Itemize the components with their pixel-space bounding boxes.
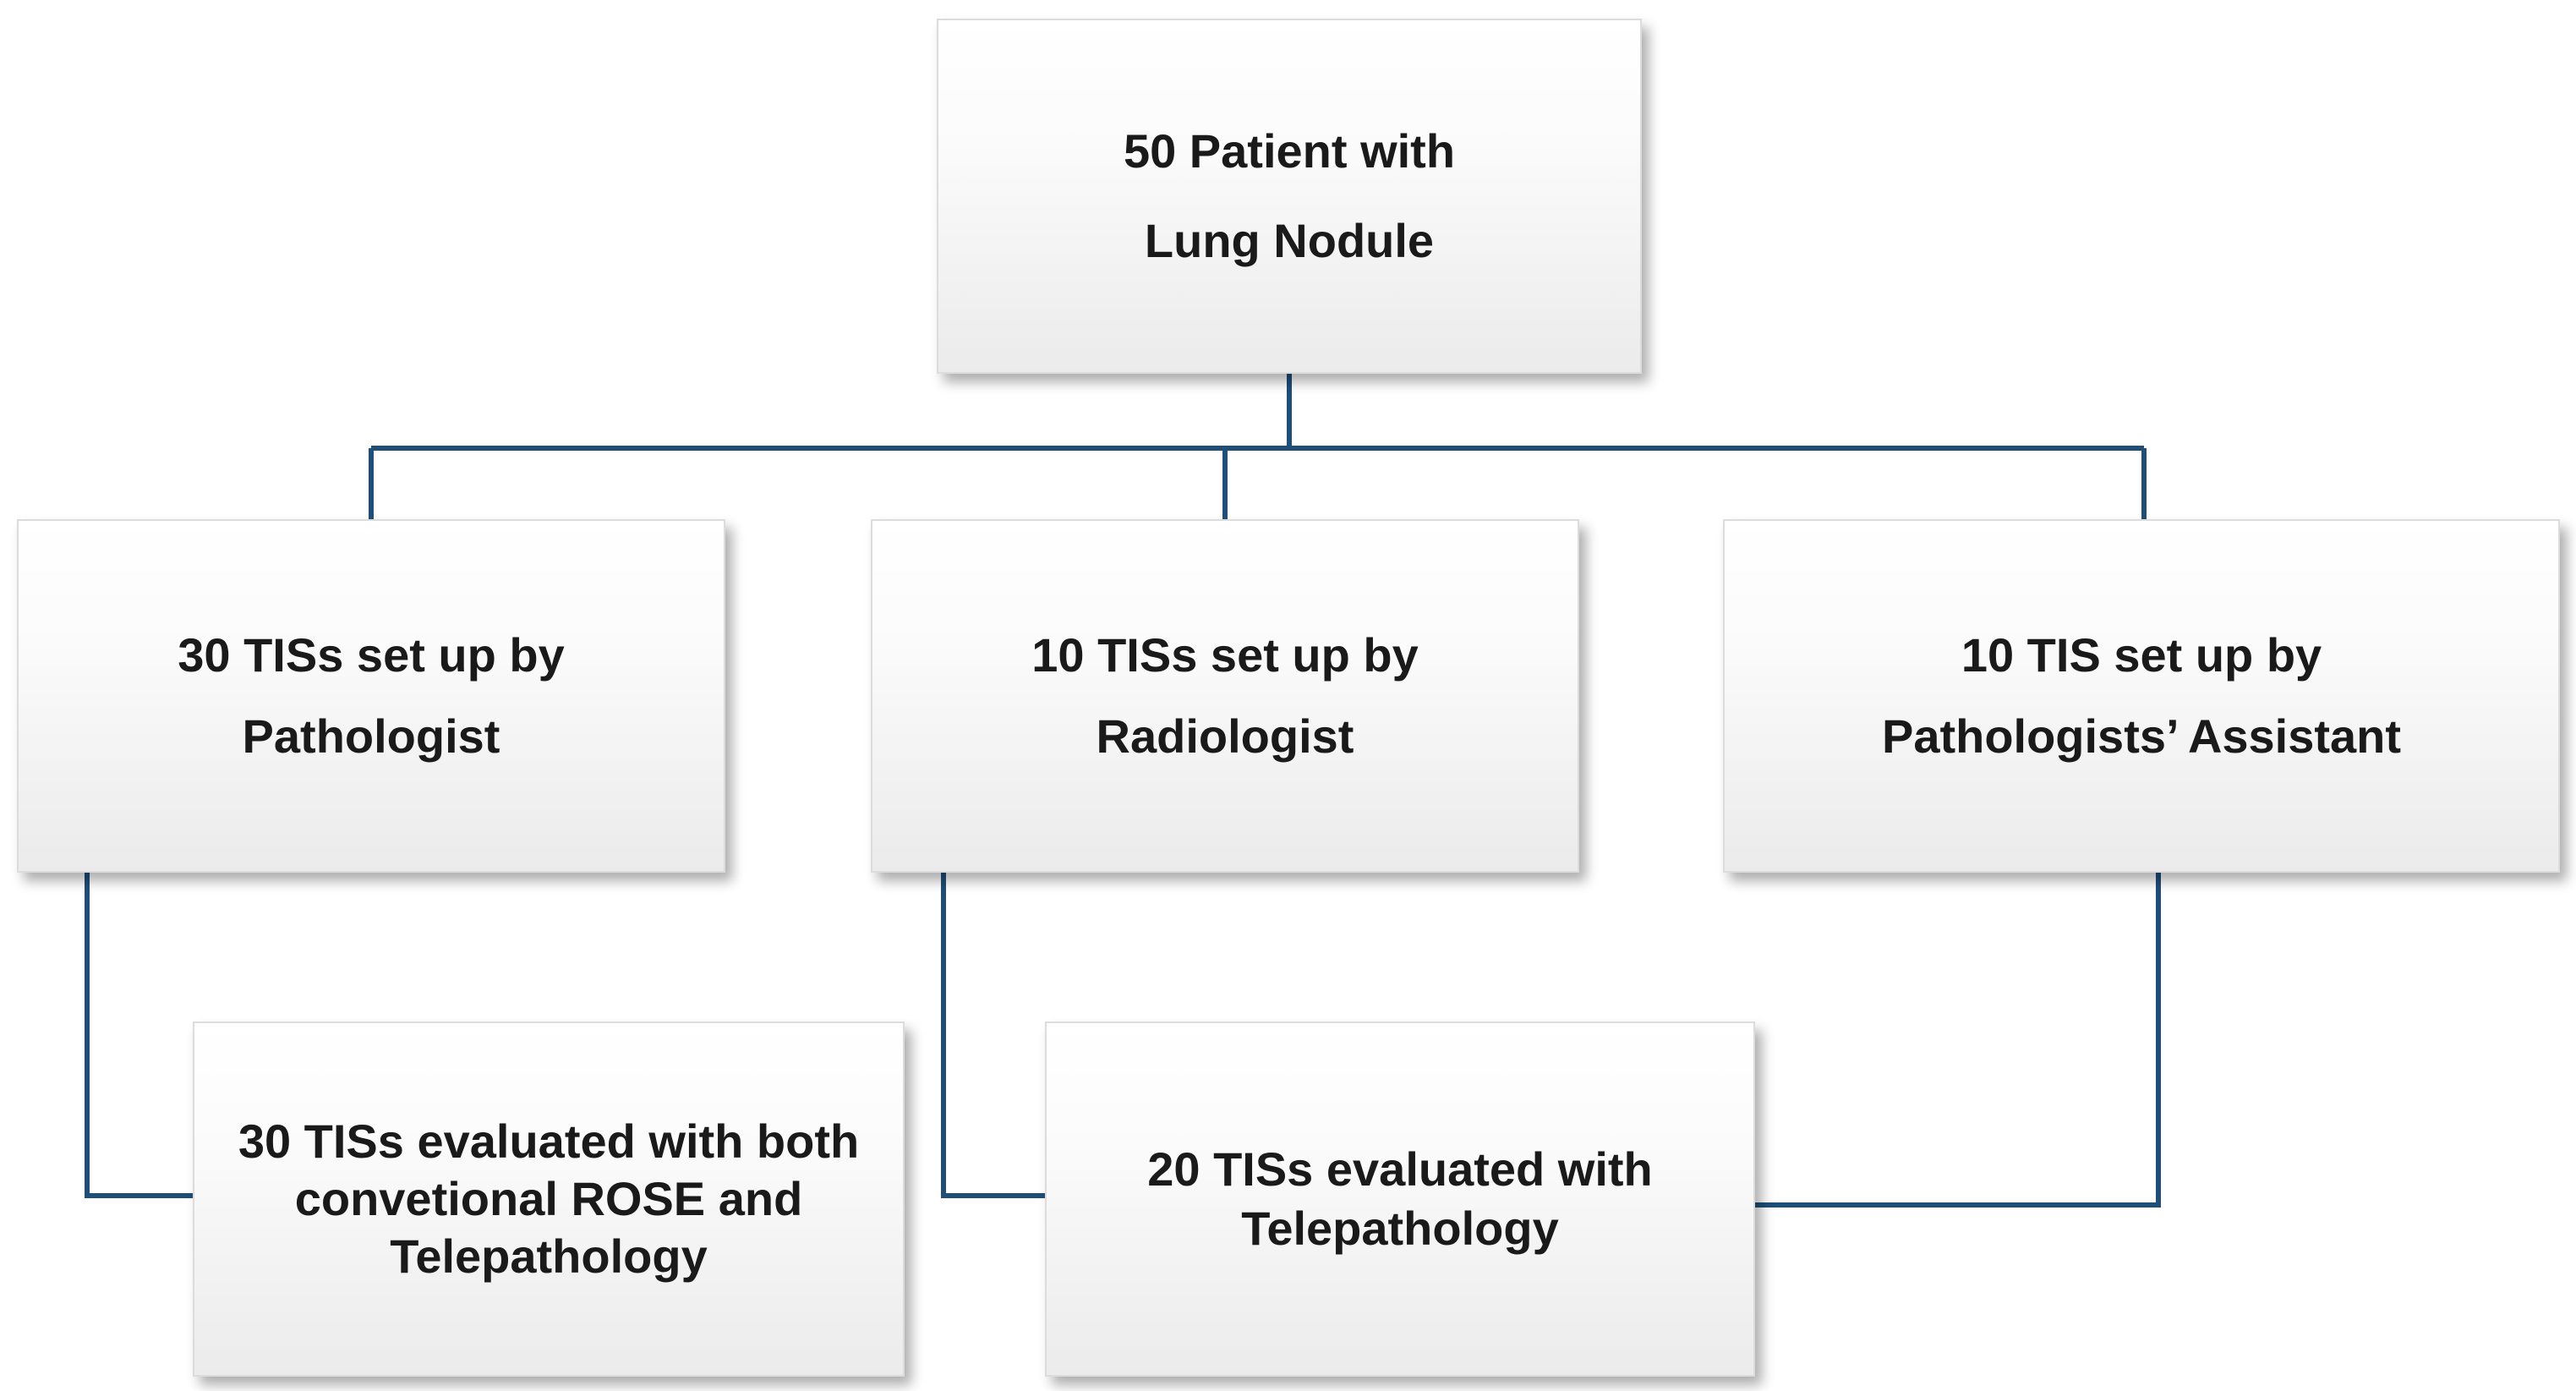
node-radiologist-line-2: Radiologist — [1096, 709, 1354, 763]
node-pathologists-assistant: 10 TIS set up by Pathologists’ Assistant — [1723, 519, 2560, 873]
node-pathologist: 30 TISs set up by Pathologist — [17, 519, 725, 873]
node-both-line-1: 30 TISs evaluated with both — [238, 1114, 860, 1168]
node-pathologist-line-2: Pathologist — [242, 709, 500, 763]
connector-pathologist-to-both — [85, 873, 193, 1198]
node-tele-line-1: 20 TISs evaluated with — [1147, 1142, 1653, 1196]
connector-radiologist-to-tele — [941, 873, 1045, 1198]
node-patients-line-2: Lung Nodule — [1144, 214, 1435, 267]
node-radiologist: 10 TISs set up by Radiologist — [871, 519, 1579, 873]
node-pathologist-line-1: 30 TISs set up by — [178, 628, 565, 682]
node-tele-line-2: Telepathology — [1241, 1202, 1559, 1255]
node-assistant-line-1: 10 TIS set up by — [1961, 628, 2322, 682]
node-patients-line-1: 50 Patient with — [1123, 124, 1456, 178]
node-evaluated-telepathology: 20 TISs evaluated with Telepathology — [1045, 1021, 1755, 1377]
node-radiologist-line-1: 10 TISs set up by — [1031, 628, 1419, 682]
node-both-line-3: Telepathology — [390, 1229, 708, 1283]
connector-assistant-to-tele — [1755, 873, 2161, 1208]
node-assistant-line-2: Pathologists’ Assistant — [1881, 709, 2402, 763]
node-evaluated-both: 30 TISs evaluated with both convetional … — [193, 1021, 905, 1377]
node-patients: 50 Patient with Lung Nodule — [937, 19, 1642, 374]
node-both-line-2: convetional ROSE and — [294, 1172, 803, 1225]
